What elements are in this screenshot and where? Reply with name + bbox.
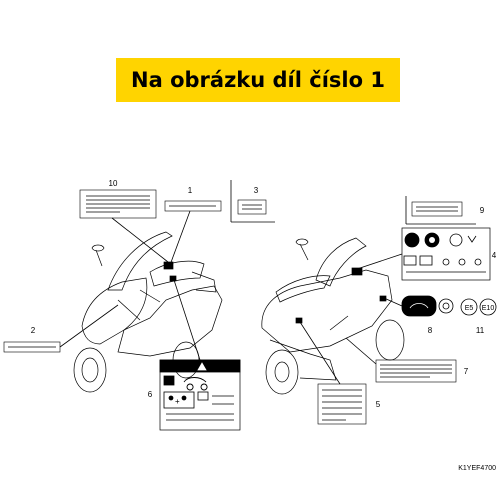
scooter-left-view-icon	[73, 231, 223, 393]
label-7-sticker	[375, 359, 457, 383]
label-10-sticker	[79, 189, 157, 219]
svg-text:+: +	[175, 397, 180, 406]
label-2-sticker	[3, 341, 61, 353]
badge-e10: E10	[482, 305, 495, 312]
label-8-sticker	[401, 295, 454, 317]
title-banner: Na obrázku díl číslo 1	[116, 58, 400, 102]
warning-triangle-icon	[197, 362, 207, 371]
label-5-sticker	[317, 383, 367, 425]
callout-11: 11	[476, 326, 485, 335]
scooter-right-view-icon	[261, 237, 405, 395]
label-3-sticker	[230, 180, 275, 223]
title-text: Na obrázku díl číslo 1	[131, 68, 385, 92]
callout-9: 9	[480, 206, 485, 215]
diagram-code: K1YEF4700	[458, 465, 496, 472]
callout-2: 2	[31, 326, 36, 335]
callout-3: 3	[254, 186, 259, 195]
label-6-warning-sticker: +	[159, 359, 241, 431]
fuel-badge-icon	[460, 298, 497, 316]
badge-e5: E5	[465, 305, 474, 312]
callout-8: 8	[428, 326, 433, 335]
callout-10: 10	[109, 179, 118, 188]
callout-1: 1	[188, 186, 193, 195]
label-4-sticker	[401, 227, 491, 281]
callout-5: 5	[376, 400, 381, 409]
callout-7: 7	[464, 367, 469, 376]
label-1-sticker	[164, 200, 222, 212]
callout-6: 6	[148, 390, 153, 399]
label-9-sticker	[405, 196, 476, 225]
callout-4: 4	[492, 251, 497, 260]
